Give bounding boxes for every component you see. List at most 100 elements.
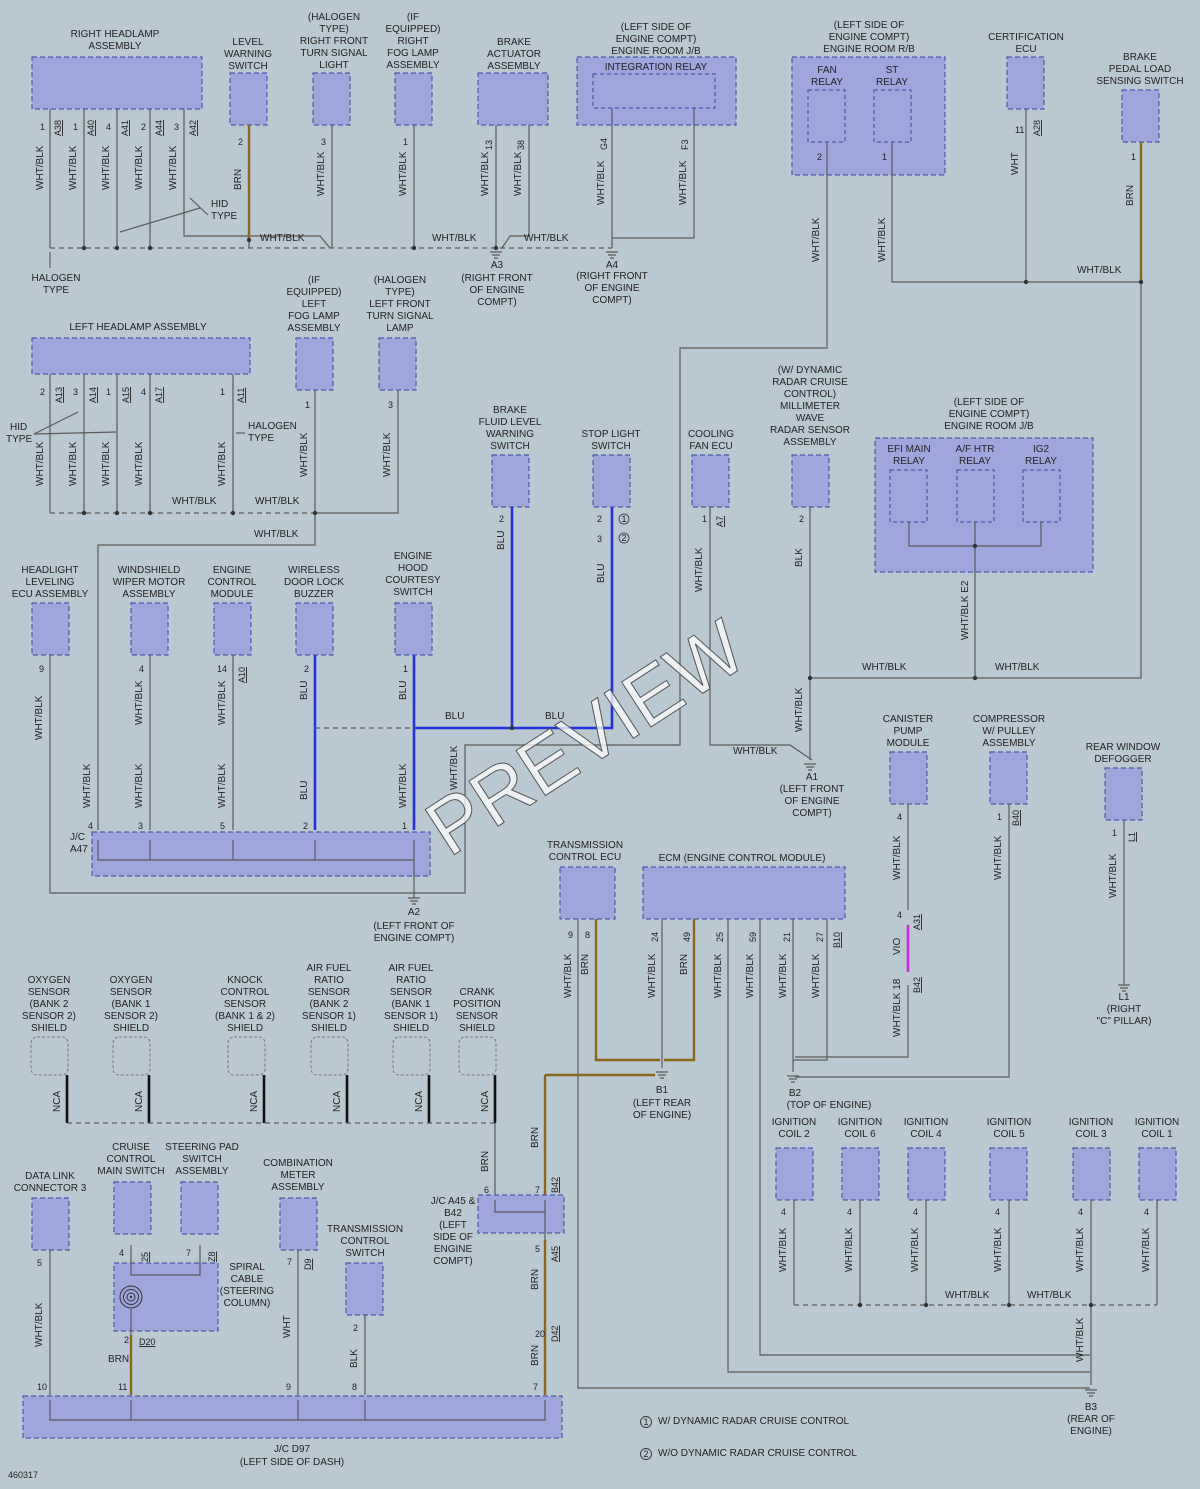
svg-text:A1: A1 bbox=[806, 772, 819, 783]
svg-text:NCA: NCA bbox=[134, 1091, 145, 1112]
top-row-wire-labels: WHT/BLK WHT/BLK WHT/BLK WHT/BLK WHT/BLK … bbox=[32, 145, 1136, 296]
rf-fog-lamp bbox=[394, 72, 433, 126]
svg-text:1: 1 bbox=[403, 664, 408, 674]
svg-text:WHT/BLK: WHT/BLK bbox=[877, 217, 888, 262]
ig2-relay bbox=[1022, 469, 1061, 523]
jc-a47-bus bbox=[97, 840, 415, 876]
svg-text:B3: B3 bbox=[1085, 1402, 1098, 1413]
svg-text:A17: A17 bbox=[154, 387, 164, 403]
svg-text:BRN: BRN bbox=[233, 169, 244, 190]
svg-text:WHT/BLK: WHT/BLK bbox=[745, 953, 756, 998]
svg-text:1: 1 bbox=[403, 137, 408, 147]
svg-text:3: 3 bbox=[321, 137, 326, 147]
ignition-coil-dots bbox=[857, 1302, 1094, 1308]
svg-text:11: 11 bbox=[118, 1382, 127, 1392]
svg-text:4: 4 bbox=[897, 812, 902, 822]
svg-text:A40: A40 bbox=[86, 120, 96, 136]
svg-text:WHT/BLK: WHT/BLK bbox=[1077, 265, 1122, 276]
svg-text:NCA: NCA bbox=[480, 1091, 491, 1112]
svg-text:WHT/BLK: WHT/BLK bbox=[68, 441, 79, 486]
svg-text:WHT/BLK: WHT/BLK bbox=[449, 745, 460, 790]
svg-text:WHT/BLK: WHT/BLK bbox=[596, 160, 607, 205]
svg-text:BLU: BLU bbox=[596, 564, 607, 583]
jc-a45-bus bbox=[494, 1200, 546, 1240]
svg-text:BRN: BRN bbox=[1125, 185, 1136, 206]
ground-b2: B2 (TOP OF ENGINE) bbox=[787, 1075, 871, 1111]
svg-text:1: 1 bbox=[702, 514, 707, 524]
ignition-coil-6 bbox=[841, 1147, 880, 1201]
svg-text:WHT/BLK: WHT/BLK bbox=[172, 496, 217, 507]
svg-text:3: 3 bbox=[597, 534, 602, 544]
svg-text:D42: D42 bbox=[550, 1325, 560, 1342]
middle-row-wire-labels: BLU BLU WHT/BLK BLK WHT/BLK E2 WHT/BLK W… bbox=[496, 531, 1040, 757]
svg-text:A28: A28 bbox=[1032, 120, 1042, 136]
svg-text:B1: B1 bbox=[656, 1085, 669, 1096]
svg-text:20: 20 bbox=[535, 1329, 545, 1339]
svg-text:7: 7 bbox=[535, 1185, 540, 1195]
svg-text:W/O DYNAMIC RADAR CRUISE CONTR: W/O DYNAMIC RADAR CRUISE CONTROL bbox=[658, 1448, 857, 1459]
svg-text:BLK: BLK bbox=[349, 1349, 360, 1368]
svg-text:4: 4 bbox=[781, 1207, 786, 1217]
svg-text:WHT/BLK: WHT/BLK bbox=[995, 662, 1040, 673]
svg-text:WHT/BLK: WHT/BLK bbox=[35, 145, 46, 190]
svg-text:4: 4 bbox=[141, 387, 146, 397]
sensor-shield-wires bbox=[65, 1073, 655, 1195]
svg-text:W/ DYNAMIC RADAR CRUISE CONTRO: W/ DYNAMIC RADAR CRUISE CONTROL bbox=[658, 1416, 850, 1427]
jc-d97 bbox=[22, 1395, 563, 1439]
svg-text:2: 2 bbox=[499, 514, 504, 524]
svg-text:WHT/BLK: WHT/BLK bbox=[844, 1227, 855, 1272]
svg-text:WHT/BLK: WHT/BLK bbox=[733, 746, 778, 757]
svg-text:WHT/BLK: WHT/BLK bbox=[794, 687, 805, 732]
svg-text:WHT/BLK: WHT/BLK bbox=[35, 441, 46, 486]
sensor-shield-labels: NCA NCA NCA NCA NCA NCA BRN BRN bbox=[52, 1091, 541, 1172]
svg-text:WHT/BLK: WHT/BLK bbox=[910, 1227, 921, 1272]
rf-turn-signal-light bbox=[312, 72, 351, 126]
steering-pad-switch bbox=[180, 1181, 219, 1235]
svg-text:25: 25 bbox=[715, 932, 725, 942]
svg-text:WHT/BLK: WHT/BLK bbox=[811, 953, 822, 998]
svg-text:A42: A42 bbox=[188, 120, 198, 136]
svg-text:4: 4 bbox=[847, 1207, 852, 1217]
svg-text:WHT/BLK: WHT/BLK bbox=[1075, 1317, 1086, 1362]
svg-text:BLU: BLU bbox=[545, 711, 564, 722]
brake-fluid-switch bbox=[491, 454, 530, 508]
svg-text:1: 1 bbox=[882, 152, 887, 162]
svg-text:1: 1 bbox=[73, 122, 78, 132]
transmission-control-switch bbox=[345, 1262, 384, 1316]
ground-l1: L1 (RIGHT"C" PILLAR) bbox=[1097, 984, 1151, 1027]
integration-relay-label: INTEGRATION RELAY bbox=[605, 62, 708, 73]
svg-text:1: 1 bbox=[402, 821, 407, 831]
svg-text:2: 2 bbox=[597, 514, 602, 524]
svg-text:A41: A41 bbox=[120, 120, 130, 136]
ignition-coil-1 bbox=[1138, 1147, 1177, 1201]
svg-text:4: 4 bbox=[119, 1248, 124, 1258]
svg-text:TYPE: TYPE bbox=[248, 433, 274, 444]
af-htr-relay bbox=[956, 469, 995, 523]
svg-text:BLU: BLU bbox=[299, 681, 310, 700]
